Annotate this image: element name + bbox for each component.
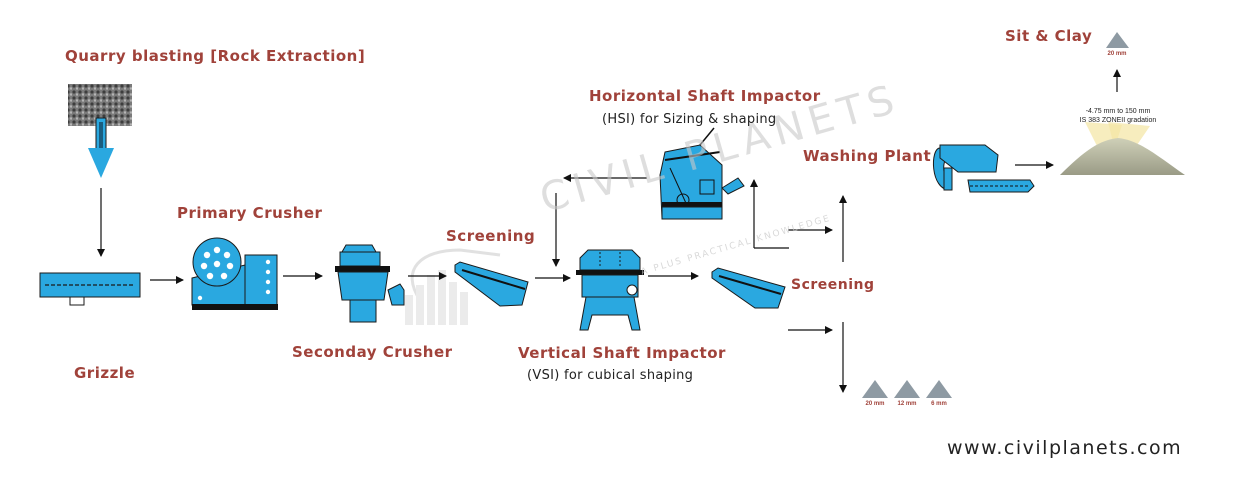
- gradation-note: -4.75 mm to 150 mm IS 383 ZONEII gradati…: [1063, 107, 1173, 125]
- screening-2-screen: [711, 267, 786, 309]
- quarry-label: Quarry blasting [Rock Extraction]: [65, 47, 366, 65]
- secondary-crusher: [335, 244, 405, 323]
- screening-1-screen: [454, 261, 529, 307]
- grizzle-feeder: [39, 272, 141, 306]
- quarry-rock-image: [68, 84, 132, 178]
- primary-crusher-label: Primary Crusher: [177, 204, 323, 222]
- primary-crusher: [191, 237, 278, 310]
- vertical-shaft-impactor: [576, 249, 644, 331]
- flow-arrows: [97, 69, 1121, 393]
- vsi-subtitle: (VSI) for cubical shaping: [527, 368, 694, 383]
- product-size-6: 6 mm: [931, 401, 947, 407]
- screening-2-label: Screening: [791, 277, 875, 293]
- product-pile-20-icon: [862, 380, 888, 398]
- product-pile-12-icon: [894, 380, 920, 398]
- hsi-title: Horizontal Shaft Impactor: [589, 87, 821, 105]
- gradation-line-2: IS 383 ZONEII gradation: [1079, 117, 1157, 124]
- gradation-line-1: -4.75 mm to 150 mm: [1085, 108, 1151, 115]
- watermark-logo: [405, 248, 501, 325]
- product-size-12: 12 mm: [897, 401, 917, 407]
- silt-size-label: 20 mm: [1107, 51, 1127, 57]
- website-url: www.civilplanets.com: [947, 437, 1183, 459]
- vsi-title: Vertical Shaft Impactor: [518, 344, 726, 362]
- silt-pile-icon: [1106, 32, 1129, 48]
- product-pile-6-icon: [926, 380, 952, 398]
- hsi-subtitle: (HSI) for Sizing & shaping: [602, 112, 777, 127]
- product-size-20: 20 mm: [865, 401, 885, 407]
- sand-stockpile: [1060, 122, 1185, 175]
- grizzle-label: Grizzle: [74, 364, 136, 382]
- secondary-crusher-label: Seconday Crusher: [292, 343, 453, 361]
- horizontal-shaft-impactor: [659, 127, 745, 220]
- silt-clay-label: Sit & Clay: [1005, 27, 1093, 45]
- washing-plant: [932, 144, 1035, 193]
- washing-plant-label: Washing Plant: [803, 147, 932, 165]
- screening-1-label: Screening: [446, 227, 536, 245]
